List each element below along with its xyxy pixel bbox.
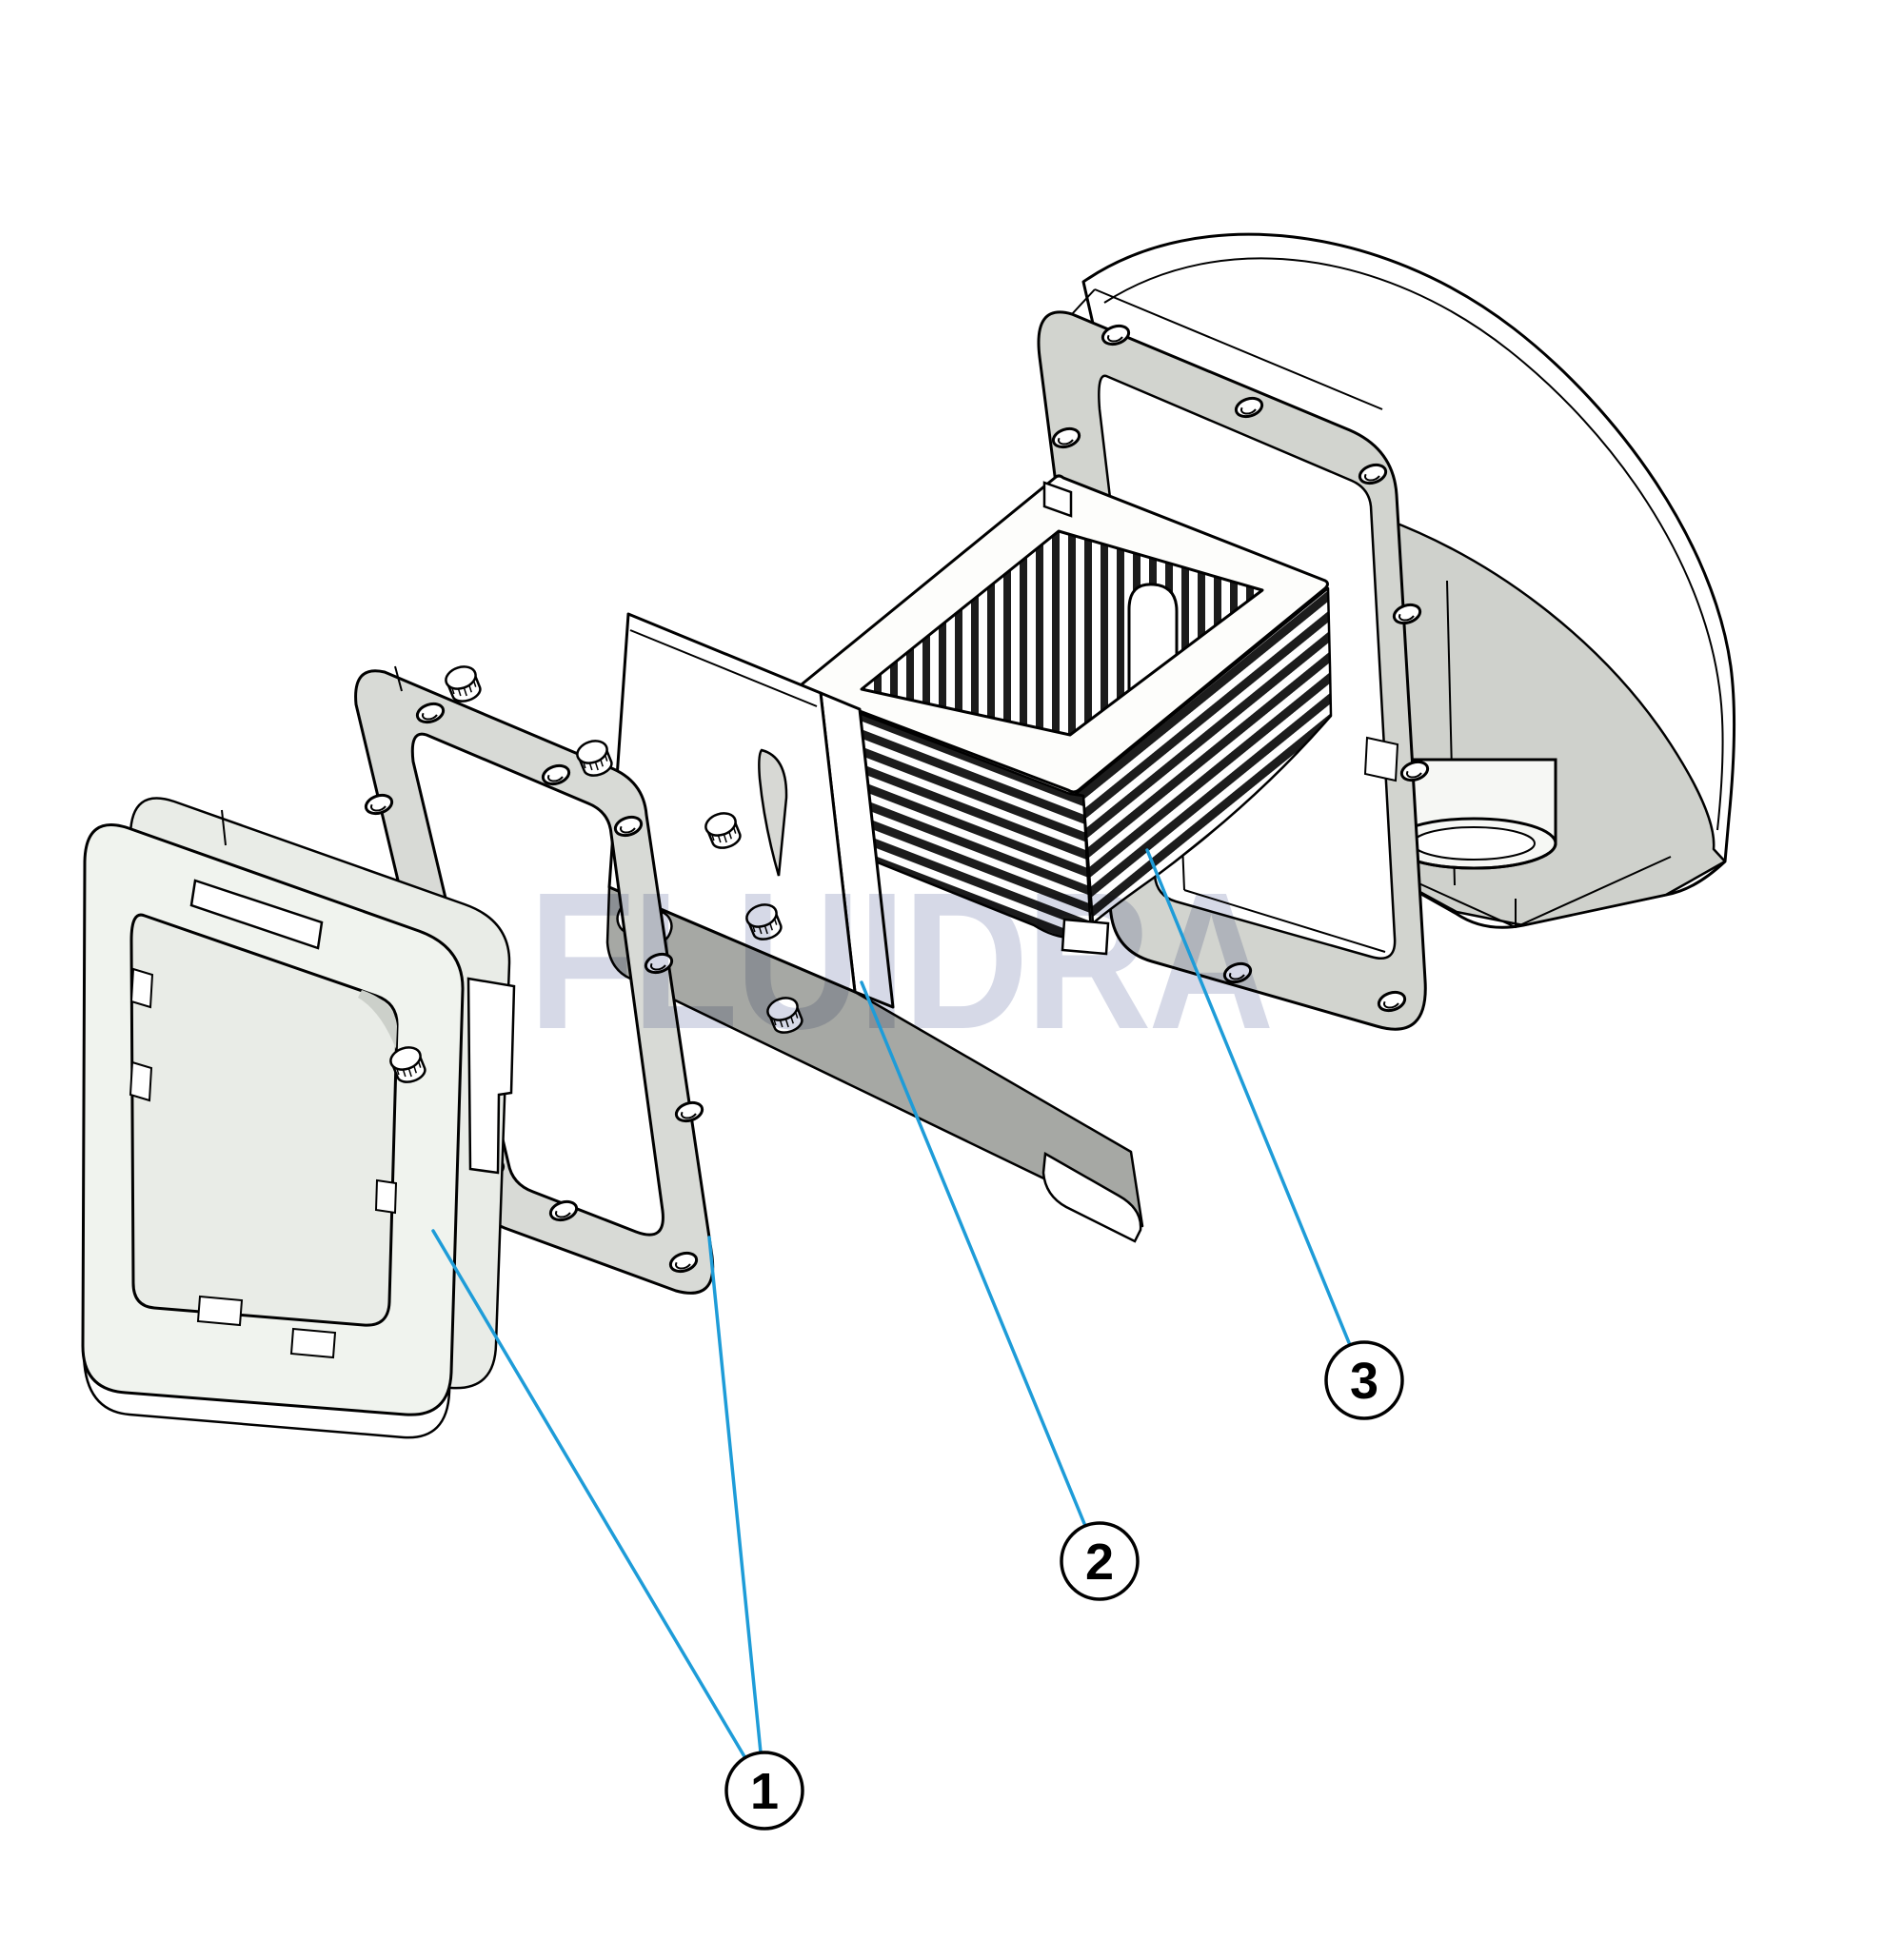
flange-notch — [1363, 736, 1399, 782]
flap-hook — [1041, 1151, 1142, 1243]
basket-right-face — [1074, 586, 1333, 925]
frame-corner-seam — [221, 809, 227, 846]
leader-lines — [431, 848, 1352, 1760]
part-faceplate — [354, 662, 806, 1295]
callout-1-circle — [724, 1751, 804, 1831]
faceplate-corner-seam — [394, 665, 403, 692]
flange-back-edge — [1071, 288, 1383, 410]
callout-3: 3 — [1324, 1340, 1404, 1420]
leader-line-2 — [860, 980, 1087, 1528]
dome-rim-arc — [1103, 257, 1724, 831]
frame-opening-shade — [358, 990, 397, 1049]
part-weir-flap — [605, 612, 1144, 1243]
leader-line-3 — [1145, 848, 1352, 1347]
flap-vane — [758, 748, 788, 877]
watermark-text: FLUIDRA — [528, 852, 1271, 1070]
basket-handle — [1127, 583, 1179, 695]
leader-line-1a — [431, 1229, 747, 1760]
part-front-frame — [81, 797, 516, 1439]
basket-rim-notch — [1042, 481, 1073, 518]
flap-underside-band — [605, 885, 1144, 1228]
callout-2-number: 2 — [1085, 1534, 1114, 1591]
part-filter-basket — [799, 474, 1333, 956]
callout-2: 2 — [1060, 1521, 1140, 1601]
frame-label-slot — [189, 879, 324, 950]
basket-foot — [1061, 918, 1110, 956]
basket-top-slats — [862, 531, 1262, 735]
frame-tabs — [129, 967, 398, 1359]
flap-top-lip — [629, 629, 818, 707]
leader-line-1b — [707, 1236, 763, 1754]
callout-3-number: 3 — [1350, 1353, 1378, 1410]
frame-face — [81, 823, 465, 1416]
frame-hook-bracket — [466, 977, 516, 1175]
callout-1: 1 — [724, 1751, 804, 1831]
callout-3-circle — [1324, 1340, 1404, 1420]
outlet-pipe — [1390, 758, 1557, 870]
callout-1-number: 1 — [750, 1763, 779, 1820]
callout-2-circle — [1060, 1521, 1140, 1601]
